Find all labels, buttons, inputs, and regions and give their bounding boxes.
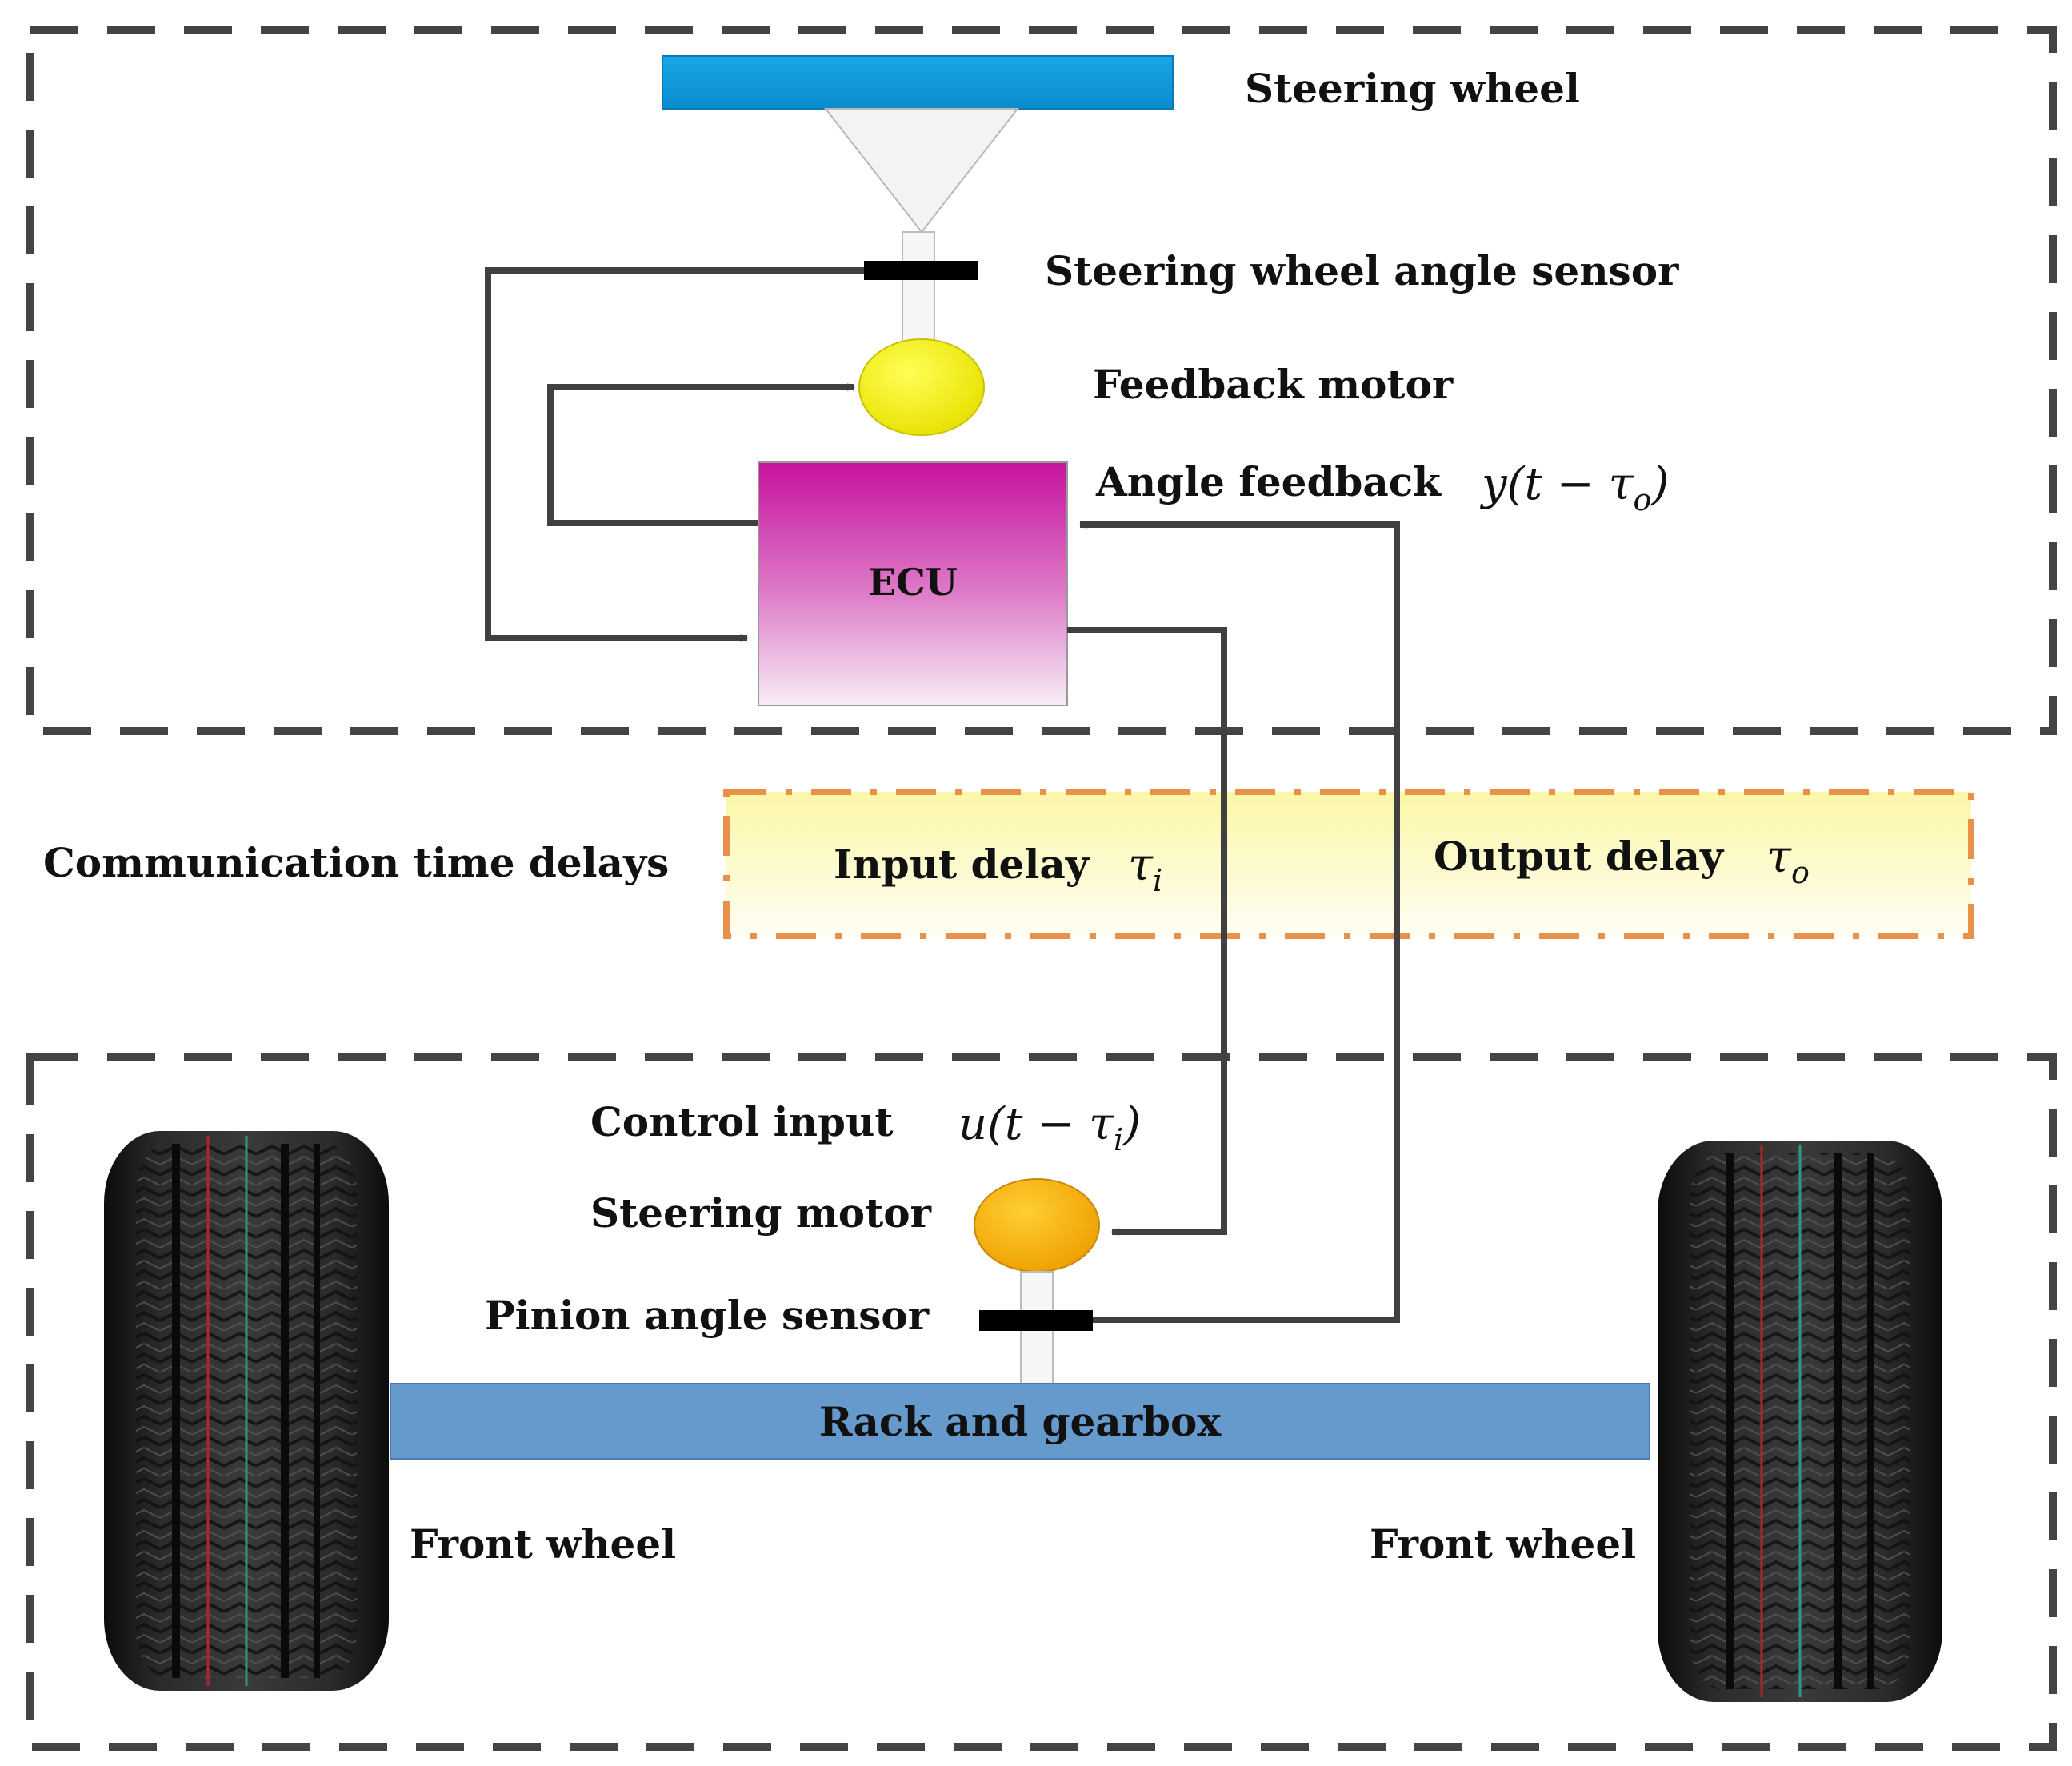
ecu-label: ECU (868, 561, 958, 604)
output-delay-symbol: τo (1766, 831, 1810, 890)
top-region-border (26, 26, 2057, 735)
steering-motor-label: Steering motor (590, 1189, 932, 1237)
control-input-label: Control input (590, 1098, 893, 1145)
tire-icon-left (104, 1131, 389, 1691)
pinion-angle-sensor-icon (979, 1310, 1093, 1331)
steering-wheel-label: Steering wheel (1245, 65, 1580, 112)
arrow-ecu-to-feedback-motor (547, 383, 855, 526)
arrow-control-input (1067, 627, 1227, 1236)
steering-wheel-bar-icon (662, 55, 1174, 110)
feedback-motor-icon (858, 338, 985, 436)
steering-wheel-angle-sensor-icon (864, 261, 978, 280)
steering-wheel-angle-sensor-label: Steering wheel angle sensor (1045, 247, 1679, 294)
communication-time-delays-label: Communication time delays (43, 839, 669, 886)
input-delay-symbol: τi (1128, 839, 1162, 898)
steering-column-funnel (823, 108, 1020, 234)
arrow-angle-feedback (1079, 521, 1400, 1323)
steering-motor-icon (974, 1178, 1100, 1273)
tire-icon-right (1658, 1141, 1942, 1702)
bottom-region-border (26, 1053, 2057, 1751)
front-wheel-right-label: Front wheel (1370, 1520, 1636, 1568)
steering-column-shaft (902, 231, 935, 345)
delay-band (723, 789, 1974, 939)
front-wheel-left-label: Front wheel (410, 1520, 676, 1568)
pinion-angle-sensor-label: Pinion angle sensor (485, 1292, 930, 1339)
ecu-block (758, 461, 1068, 706)
rack-and-gearbox-label: Rack and gearbox (819, 1398, 1222, 1445)
input-delay-label: Input delay (834, 841, 1090, 888)
output-delay-label: Output delay (1434, 833, 1725, 880)
arrow-sensor-to-ecu (485, 267, 864, 642)
angle-feedback-label: Angle feedback (1095, 458, 1442, 505)
rack-and-gearbox-bar (390, 1383, 1650, 1460)
feedback-motor-label: Feedback motor (1093, 361, 1454, 408)
control-input-expression: u(t − τi) (958, 1098, 1141, 1157)
angle-feedback-expression: y(t − τo) (1479, 458, 1669, 517)
